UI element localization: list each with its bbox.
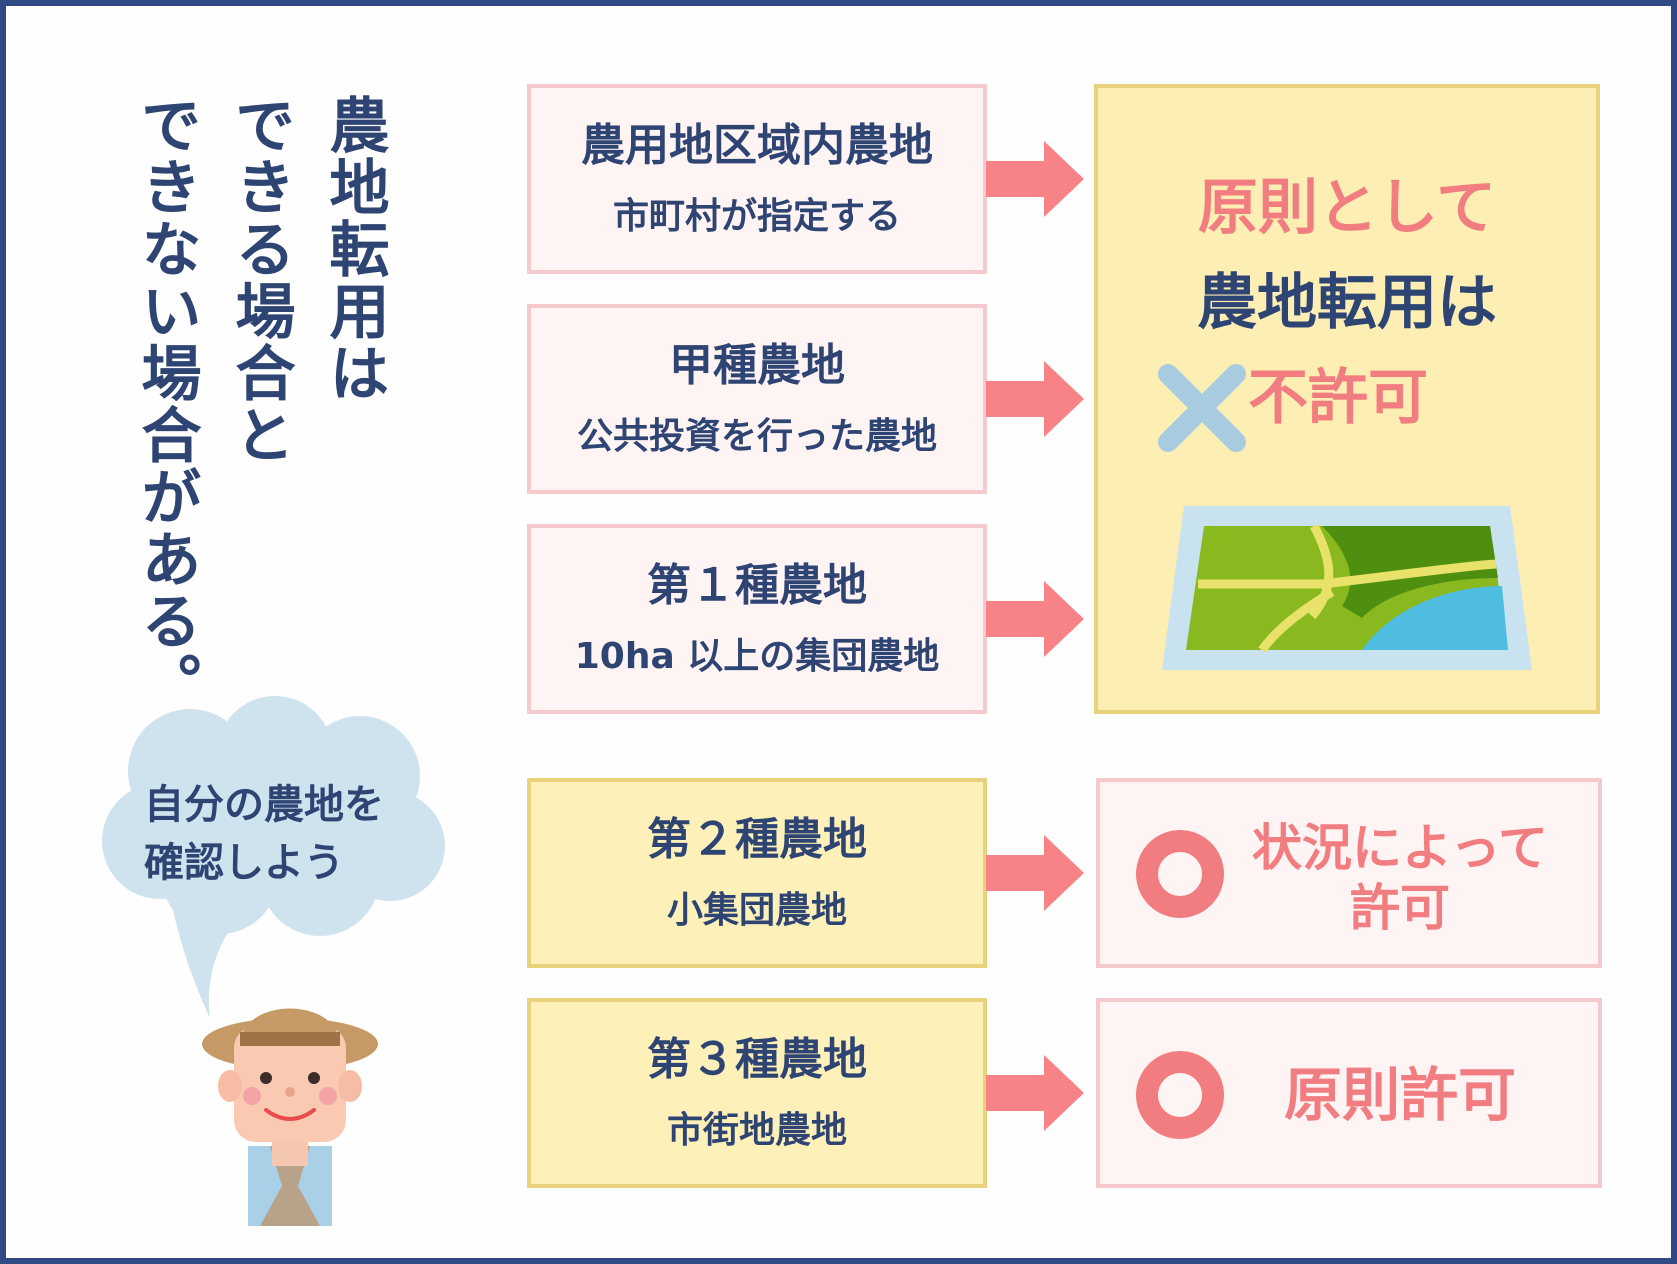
- speech-bubble: [102, 696, 445, 1018]
- category-desc: 市町村が指定する: [612, 195, 901, 237]
- arrow-right-icon: [986, 581, 1084, 657]
- category-name: 第１種農地: [647, 560, 867, 611]
- category-desc: 市街地農地: [666, 1109, 847, 1151]
- circle-ok-icon: [1136, 1051, 1224, 1139]
- arrow-right-icon: [986, 1055, 1084, 1131]
- result-permitted-text: 原則許可: [1283, 1061, 1516, 1129]
- result-box-not-permitted: 原則として 農地転用は 不許可: [1094, 84, 1600, 714]
- speech-line-2: 確認しよう: [144, 840, 344, 886]
- title-line-3: できない場合がある。: [131, 94, 201, 714]
- category-box-dai1shu: 第１種農地 10ha 以上の集団農地: [527, 524, 987, 714]
- arrow-right-icon: [986, 835, 1084, 911]
- result-line-2: 農地転用は: [1197, 268, 1497, 338]
- speech-text: 自分の農地を 確認しよう: [144, 776, 384, 892]
- farmer-avatar: [202, 1008, 378, 1226]
- title-line-1: 農地転用は: [319, 94, 389, 404]
- farmland-map-icon: [1162, 506, 1532, 670]
- speech-line-1: 自分の農地を: [144, 782, 384, 828]
- result-line-1: 原則として: [1197, 173, 1497, 243]
- category-box-koushu: 甲種農地 公共投資を行った農地: [527, 304, 987, 494]
- category-name: 農用地区域内農地: [581, 120, 933, 171]
- category-box-nouyouchi: 農用地区域内農地 市町村が指定する: [527, 84, 987, 274]
- arrow-right-icon: [986, 141, 1084, 217]
- circle-ok-icon: [1136, 830, 1224, 918]
- result-box-permitted: 原則許可: [1096, 998, 1602, 1188]
- result-verdict: 不許可: [1248, 363, 1428, 433]
- category-name: 甲種農地: [669, 340, 845, 391]
- category-box-dai2shu: 第２種農地 小集団農地: [527, 778, 987, 968]
- result-conditional-line-1: 状況によって: [1252, 819, 1548, 877]
- category-desc: 10ha 以上の集団農地: [574, 635, 940, 677]
- category-name: 第２種農地: [647, 814, 867, 865]
- arrow-right-icon: [986, 361, 1084, 437]
- result-box-conditional: 状況によって 許可: [1096, 778, 1602, 968]
- category-desc: 公共投資を行った農地: [576, 415, 937, 457]
- title-line-2: できる場合と: [225, 94, 295, 466]
- cross-icon: [1158, 364, 1246, 452]
- category-desc: 小集団農地: [666, 889, 847, 931]
- category-box-dai3shu: 第３種農地 市街地農地: [527, 998, 987, 1188]
- category-name: 第３種農地: [647, 1034, 867, 1085]
- result-conditional-line-2: 許可: [1350, 879, 1450, 937]
